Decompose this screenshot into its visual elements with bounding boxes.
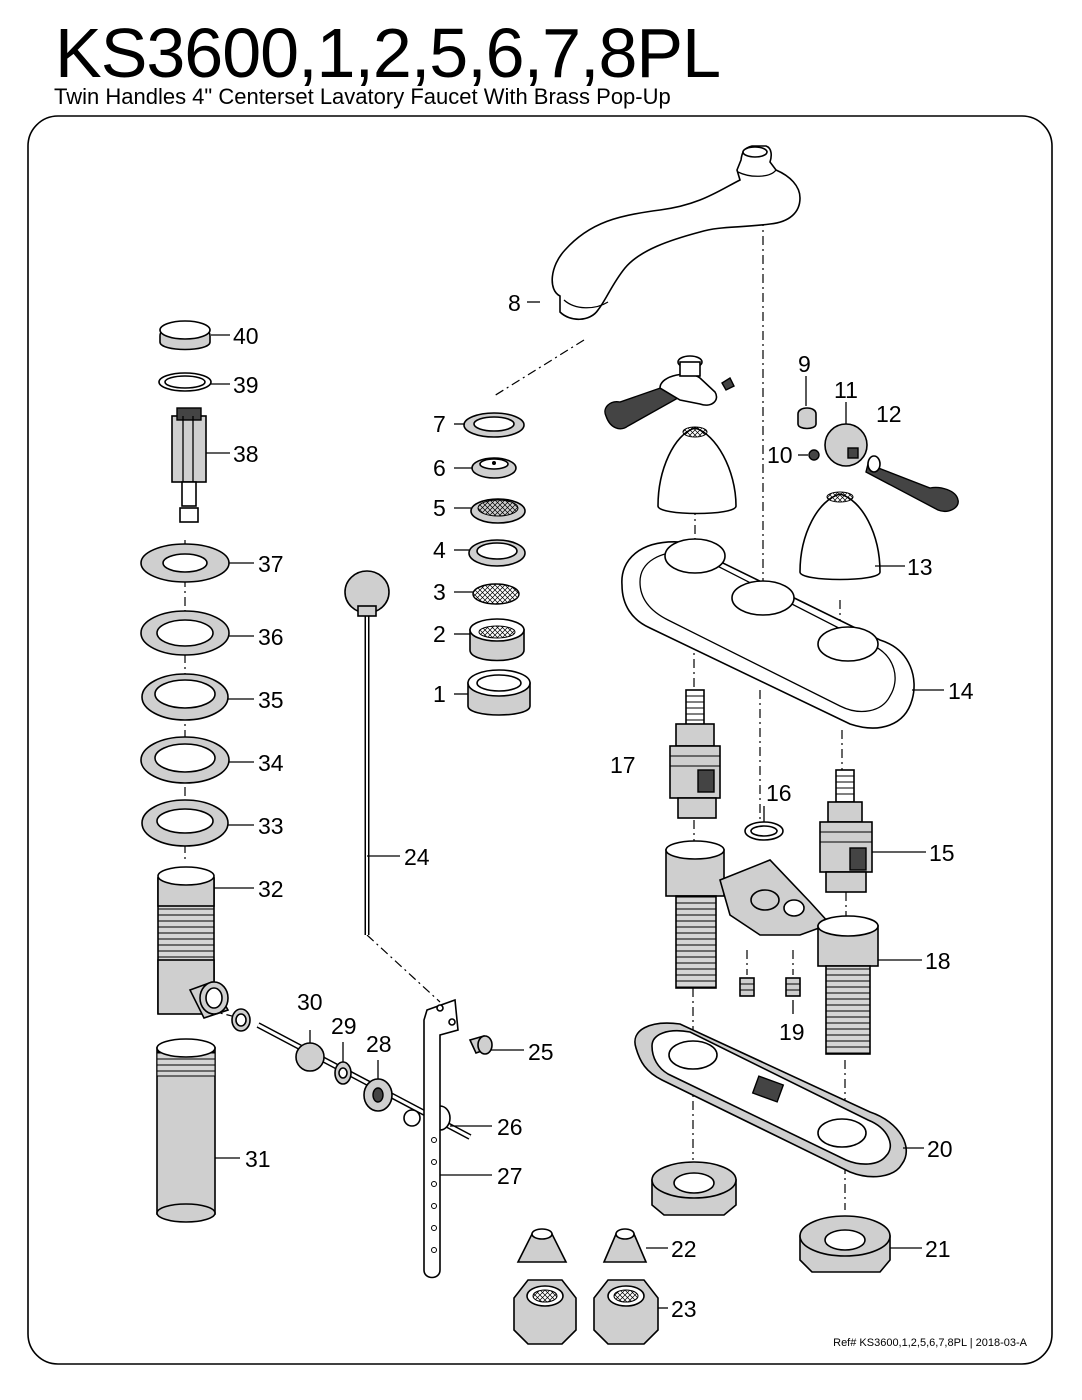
diagram-border — [27, 115, 1053, 1365]
part-aerator-washer-7 — [463, 412, 525, 438]
part-set-screw-9 — [797, 407, 817, 430]
part-spout — [551, 145, 801, 321]
callout-32: 32 — [258, 876, 284, 902]
part-mounting-nut-left — [651, 1161, 737, 1216]
reference-code: Ref# KS3600,1,2,5,6,7,8PL | 2018-03-A — [833, 1337, 1027, 1349]
part-escutcheon-cap-13 — [799, 491, 881, 581]
callout-20: 20 — [927, 1136, 953, 1162]
part-aerator-insert-5 — [470, 498, 526, 524]
part-mounting-nut-21 — [799, 1215, 891, 1273]
part-handle-hub-11 — [824, 423, 868, 467]
model-number: KS3600,1,2,5,6,7,8PL — [55, 14, 721, 92]
callout-2: 2 — [433, 621, 446, 647]
callout-14: 14 — [948, 678, 974, 704]
callout-13: 13 — [907, 554, 933, 580]
part-left-handle — [604, 355, 735, 430]
callout-15: 15 — [929, 840, 955, 866]
callout-21: 21 — [925, 1236, 951, 1262]
part-set-screw-10 — [808, 449, 820, 461]
callout-23: 23 — [671, 1296, 697, 1322]
part-o-ring-16 — [744, 821, 784, 841]
callout-29: 29 — [331, 1013, 357, 1039]
callout-28: 28 — [366, 1031, 392, 1057]
callout-7: 7 — [433, 411, 446, 437]
part-pop-up-cap-40 — [159, 320, 211, 351]
part-tailpiece-31 — [156, 1038, 216, 1223]
callout-numbers: 1 2 3 4 5 6 7 8 9 10 11 12 13 14 15 16 1… — [233, 290, 974, 1322]
callout-38: 38 — [233, 441, 259, 467]
callout-4: 4 — [433, 537, 446, 563]
part-extension-strap-27 — [423, 998, 459, 1279]
part-handle-lever-12 — [865, 455, 959, 512]
callout-27: 27 — [497, 1163, 523, 1189]
part-aerator-screen-3 — [472, 583, 520, 605]
part-washer-29 — [334, 1061, 352, 1085]
callout-33: 33 — [258, 813, 284, 839]
callout-24: 24 — [404, 844, 430, 870]
part-lift-rod-24 — [344, 570, 390, 935]
part-gasket-34 — [140, 736, 230, 784]
callout-40: 40 — [233, 323, 259, 349]
part-aerator-housing-1 — [467, 669, 531, 716]
callout-1: 1 — [433, 681, 446, 707]
part-coupling-nut-23 — [593, 1279, 659, 1345]
part-set-screw-25 — [468, 1035, 493, 1055]
part-valve-cartridge-17 — [669, 689, 721, 819]
part-pivot-ball-30 — [295, 1042, 325, 1072]
part-aerator-disc-6 — [471, 457, 517, 479]
part-aerator-body-2 — [469, 618, 525, 662]
callout-31: 31 — [245, 1146, 271, 1172]
callout-22: 22 — [671, 1236, 697, 1262]
part-aerator-ring-4 — [468, 539, 526, 567]
part-top-plate-14 — [621, 538, 915, 729]
product-description: Twin Handles 4" Centerset Lavatory Fauce… — [54, 84, 671, 109]
callout-leader-lines — [206, 301, 944, 1309]
callout-10: 10 — [767, 442, 793, 468]
callout-34: 34 — [258, 750, 284, 776]
callout-25: 25 — [528, 1039, 554, 1065]
callout-17: 17 — [610, 752, 636, 778]
part-drain-body-32 — [157, 866, 230, 1019]
part-pivot-nut-28 — [363, 1078, 393, 1112]
part-base-gasket-20 — [634, 1022, 907, 1178]
part-valve-cartridge-15 — [819, 769, 873, 893]
part-washer-35 — [141, 673, 229, 721]
part-gasket-36 — [140, 610, 230, 656]
callout-16: 16 — [766, 780, 792, 806]
callout-12: 12 — [876, 401, 902, 427]
part-mounting-screws-19 — [739, 977, 801, 997]
part-flange-37 — [140, 543, 230, 583]
callout-30: 30 — [297, 989, 323, 1015]
callout-37: 37 — [258, 551, 284, 577]
callout-9: 9 — [798, 351, 811, 377]
part-ferrule-left — [516, 1228, 568, 1263]
callout-3: 3 — [433, 579, 446, 605]
callout-19: 19 — [779, 1019, 805, 1045]
part-coupling-nut-left — [513, 1279, 577, 1345]
callout-26: 26 — [497, 1114, 523, 1140]
part-gasket-33 — [141, 799, 229, 847]
part-pivot-nut-washer — [231, 1008, 251, 1032]
part-left-escutcheon-cap — [657, 426, 737, 515]
part-pop-up-stopper-38 — [171, 407, 207, 523]
callout-35: 35 — [258, 687, 284, 713]
callout-11: 11 — [834, 377, 858, 403]
callout-36: 36 — [258, 624, 284, 650]
part-ferrule-22 — [602, 1228, 648, 1263]
callout-18: 18 — [925, 948, 951, 974]
part-valve-body-18 — [665, 840, 879, 1055]
part-o-ring-39 — [158, 372, 212, 392]
callout-6: 6 — [433, 455, 446, 481]
callout-39: 39 — [233, 372, 259, 398]
callout-5: 5 — [433, 495, 446, 521]
callout-8: 8 — [508, 290, 521, 316]
